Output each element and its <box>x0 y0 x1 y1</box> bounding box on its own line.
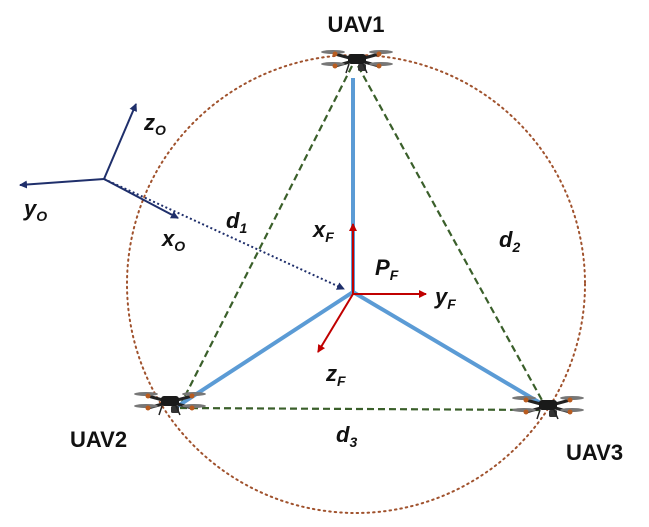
formation-z-label: zF <box>325 361 346 389</box>
uav3-label: UAV3 <box>566 440 623 465</box>
world-z-axis <box>103 103 137 180</box>
formation-origin-label: PF <box>375 255 399 283</box>
world-z-label: zO <box>143 110 166 138</box>
uav2-drone-icon <box>132 390 208 417</box>
distance-line-d3 <box>179 406 544 412</box>
distance-label-d2: d2 <box>499 227 520 255</box>
formation-z-axis <box>317 293 354 353</box>
distance-label-d3: d3 <box>336 422 357 450</box>
uav2-label: UAV2 <box>70 427 127 452</box>
position-vector <box>103 178 345 290</box>
formation-y-label: yF <box>434 284 456 312</box>
world-y-axis <box>19 178 105 189</box>
world-x-axis <box>103 178 179 219</box>
world-y-label: yO <box>23 196 47 224</box>
formation-x-label: xF <box>312 217 334 245</box>
formation-line-uav3 <box>351 290 544 406</box>
distance-line-d2 <box>357 65 544 403</box>
uav1-drone-icon <box>319 48 395 75</box>
distance-line-d1 <box>179 65 353 407</box>
distance-label-d1: d1 <box>226 208 247 236</box>
uav3-drone-icon <box>510 394 586 421</box>
formation-line-uav2 <box>176 290 355 408</box>
uav1-label: UAV1 <box>327 12 384 37</box>
world-x-label: xO <box>161 226 185 254</box>
